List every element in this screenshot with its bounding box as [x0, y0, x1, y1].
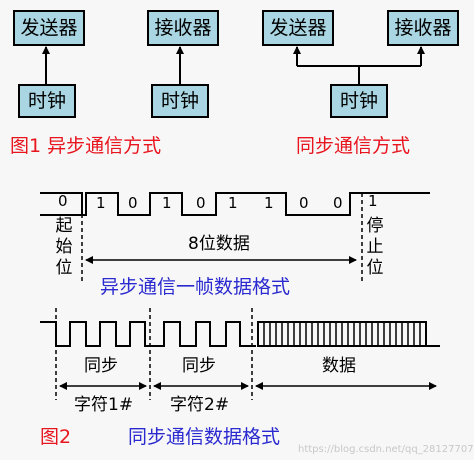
figure2-label: 图2	[40, 426, 72, 448]
char2-label: 字符2#	[170, 395, 230, 415]
async-receiver-box: 接收器	[147, 10, 219, 46]
async-sender-clock-box: 时钟	[18, 84, 76, 118]
async-bit-5: 1	[228, 194, 238, 212]
figure1-caption: 图1 异步通信方式	[10, 135, 162, 157]
sync-receiver-box: 接收器	[387, 10, 459, 46]
async-bit-0: 0	[58, 192, 68, 210]
sync-char2-label: 同步	[182, 356, 216, 376]
async-waveform	[40, 192, 430, 216]
start-bit-label: 起始位	[55, 216, 73, 278]
async-sender-box: 发送器	[13, 10, 85, 46]
async-bit-2: 0	[128, 194, 138, 212]
stop-bit-label: 停止位	[366, 216, 384, 278]
char1-label: 字符1#	[74, 395, 134, 415]
sync-clock-box: 时钟	[330, 84, 388, 118]
async-bit-8: 0	[333, 194, 343, 212]
sync-waveform	[40, 321, 256, 347]
sync-frame-caption: 同步通信数据格式	[128, 426, 281, 448]
async-bit-9: 1	[368, 192, 378, 210]
async-frame-caption: 异步通信一帧数据格式	[100, 276, 291, 298]
sync-sender-box: 发送器	[262, 10, 334, 46]
async-bit-7: 0	[299, 194, 309, 212]
async-receiver-clock-box: 时钟	[151, 84, 209, 118]
watermark: https://blog.csdn.net/qq_28127707	[298, 444, 474, 455]
sync-mode-caption: 同步通信方式	[296, 135, 411, 157]
async-bit-4: 0	[196, 194, 206, 212]
sync-data-label: 数据	[322, 356, 356, 376]
sync-char1-label: 同步	[84, 356, 118, 376]
sync-data-bits	[263, 322, 421, 346]
async-bit-6: 1	[264, 194, 274, 212]
async-bit-3: 1	[162, 194, 172, 212]
async-bit-1: 1	[96, 194, 106, 212]
data-bits-label: 8位数据	[188, 234, 250, 254]
